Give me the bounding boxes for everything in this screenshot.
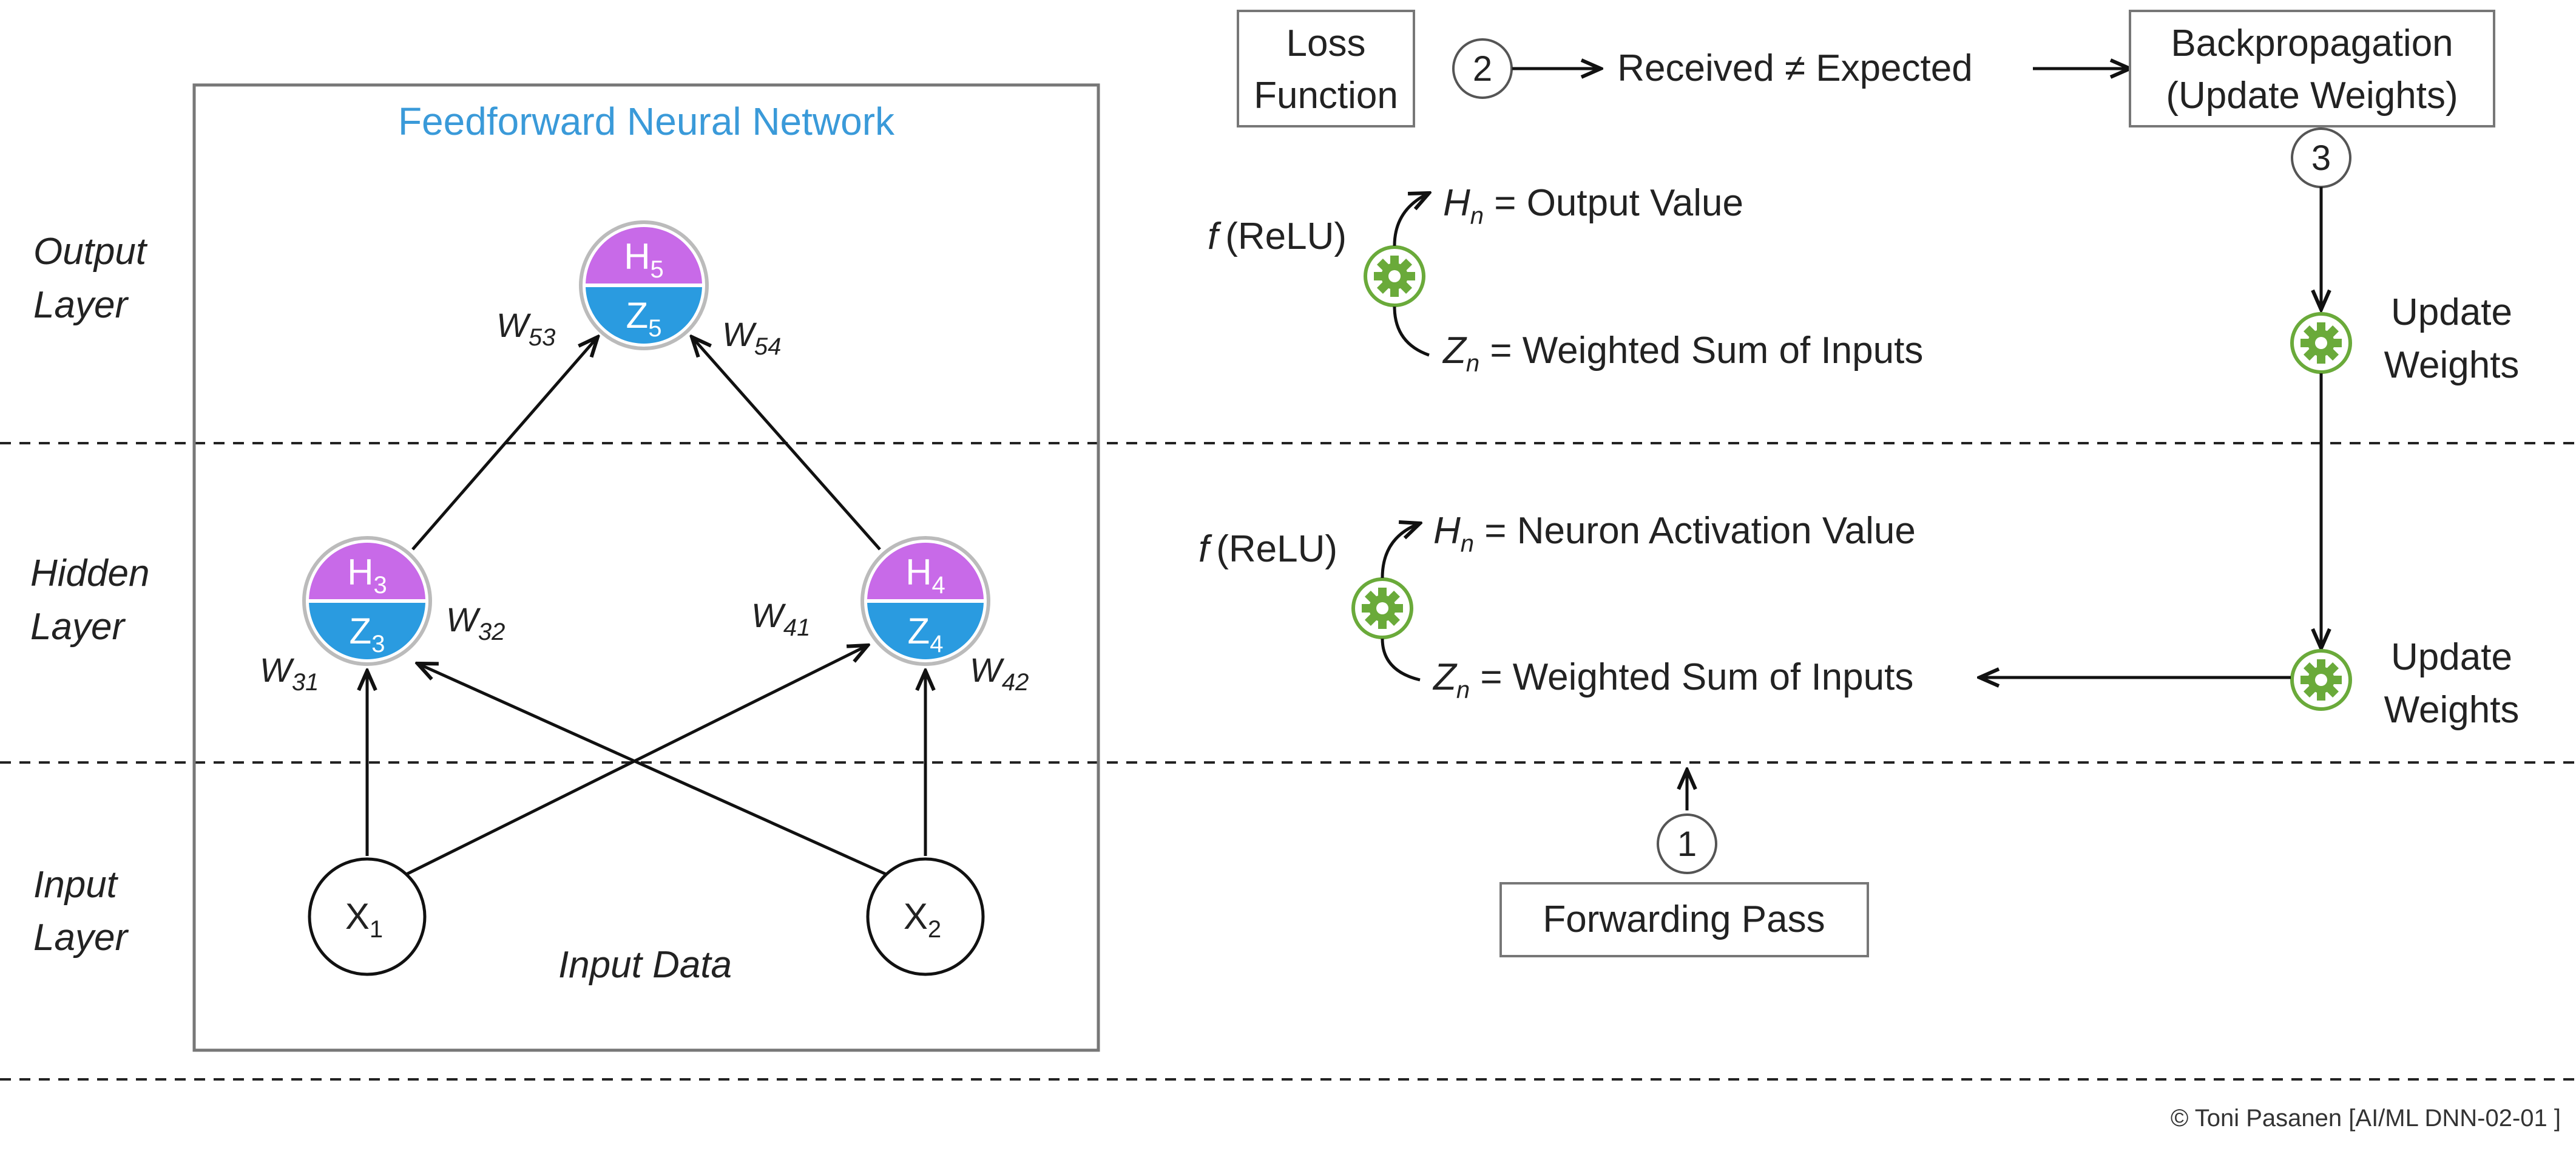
weight-label-w31: W31 [260,651,319,696]
received-expected-text: Received ≠ Expected [1617,47,1972,89]
svg-text:H4: H4 [905,552,945,599]
svg-text:f(ReLU): f(ReLU) [1208,216,1347,257]
svg-text:Zn = Weighted Sum of Inputs: Zn = Weighted Sum of Inputs [1442,330,1923,377]
layer-label-output: Output Layer [33,231,148,326]
gear-icon [2292,314,2350,372]
svg-text:Forwarding Pass: Forwarding Pass [1543,898,1825,940]
edge-x1-h4 [405,645,868,876]
input-node-x2: X2 [866,857,985,976]
svg-text:Z5: Z5 [626,295,662,342]
layer-label-input: Input Layer [33,864,129,959]
svg-text:Zn = Weighted Sum of Inputs: Zn = Weighted Sum of Inputs [1432,656,1913,704]
neuron-h3: H3 Z3 [302,536,432,666]
backpropagation-box: Backpropagation (Update Weights) [2129,10,2495,127]
loss-function-box: Loss Function [1237,10,1415,127]
svg-text:Backpropagation: Backpropagation [2171,22,2453,64]
weight-label-w54: W54 [722,315,781,360]
svg-text:Layer: Layer [30,606,126,648]
forwarding-pass-box: Forwarding Pass [1499,882,1869,957]
layer-label-hidden: Hidden Layer [30,552,149,648]
svg-text:Layer: Layer [33,917,129,959]
edge-h4-h5 [692,337,881,551]
svg-text:Hn = Neuron Activation Value: Hn = Neuron Activation Value [1433,510,1916,557]
svg-text:2: 2 [1473,49,1492,89]
edge-h3-h5 [411,337,598,551]
update-weights-label-1: Update Weights [2384,291,2520,386]
output-neuron-legend: f(ReLU) Hn = Output Value Zn = Weighted … [1208,182,1923,377]
gear-icon [2292,651,2350,709]
weight-label-w41: W41 [751,596,810,641]
copyright-text: © Toni Pasanen [AI/ML DNN-02-01 ] [2171,1105,2561,1132]
input-node-x1: X1 [308,857,427,976]
weight-label-w32: W32 [446,600,505,645]
neuron-h5: H5 Z5 [579,220,709,350]
svg-text:Hn = Output Value: Hn = Output Value [1443,182,1743,229]
svg-text:Update: Update [2391,636,2512,678]
svg-text:Weights: Weights [2384,344,2520,386]
svg-text:Input: Input [33,864,119,906]
svg-text:Update: Update [2391,291,2512,333]
svg-text:Hidden: Hidden [30,552,149,594]
svg-text:3: 3 [2311,138,2331,178]
svg-text:f(ReLU): f(ReLU) [1198,528,1337,570]
svg-text:H3: H3 [347,552,387,599]
svg-text:1: 1 [1677,824,1697,864]
svg-text:Layer: Layer [33,284,129,326]
neuron-h4: H4 Z4 [860,536,990,666]
svg-text:(Update Weights): (Update Weights) [2166,75,2458,117]
svg-text:H5: H5 [624,236,664,283]
input-data-label: Input Data [558,944,732,986]
step-1-marker: 1 [1657,813,1717,874]
edge-x2-h3 [418,664,887,876]
weight-label-w53: W53 [496,306,555,351]
svg-text:Weights: Weights [2384,689,2520,731]
step-3-marker: 3 [2291,127,2351,188]
svg-text:Output: Output [33,231,148,273]
svg-text:Z3: Z3 [350,611,385,657]
svg-text:Z4: Z4 [908,611,944,657]
gear-icon [1353,579,1411,637]
svg-text:X1: X1 [345,896,383,943]
network-title: Feedforward Neural Network [398,100,895,143]
hidden-neuron-legend: f(ReLU) Hn = Neuron Activation Value Zn … [1198,510,1916,704]
update-weights-label-2: Update Weights [2384,636,2520,731]
step-2-marker: 2 [1452,38,1513,99]
weight-label-w42: W42 [970,651,1029,696]
svg-text:Loss: Loss [1286,22,1366,64]
svg-text:Function: Function [1254,75,1398,117]
network-frame [192,83,1100,1052]
gear-icon [1365,247,1424,305]
svg-text:X2: X2 [904,896,941,943]
